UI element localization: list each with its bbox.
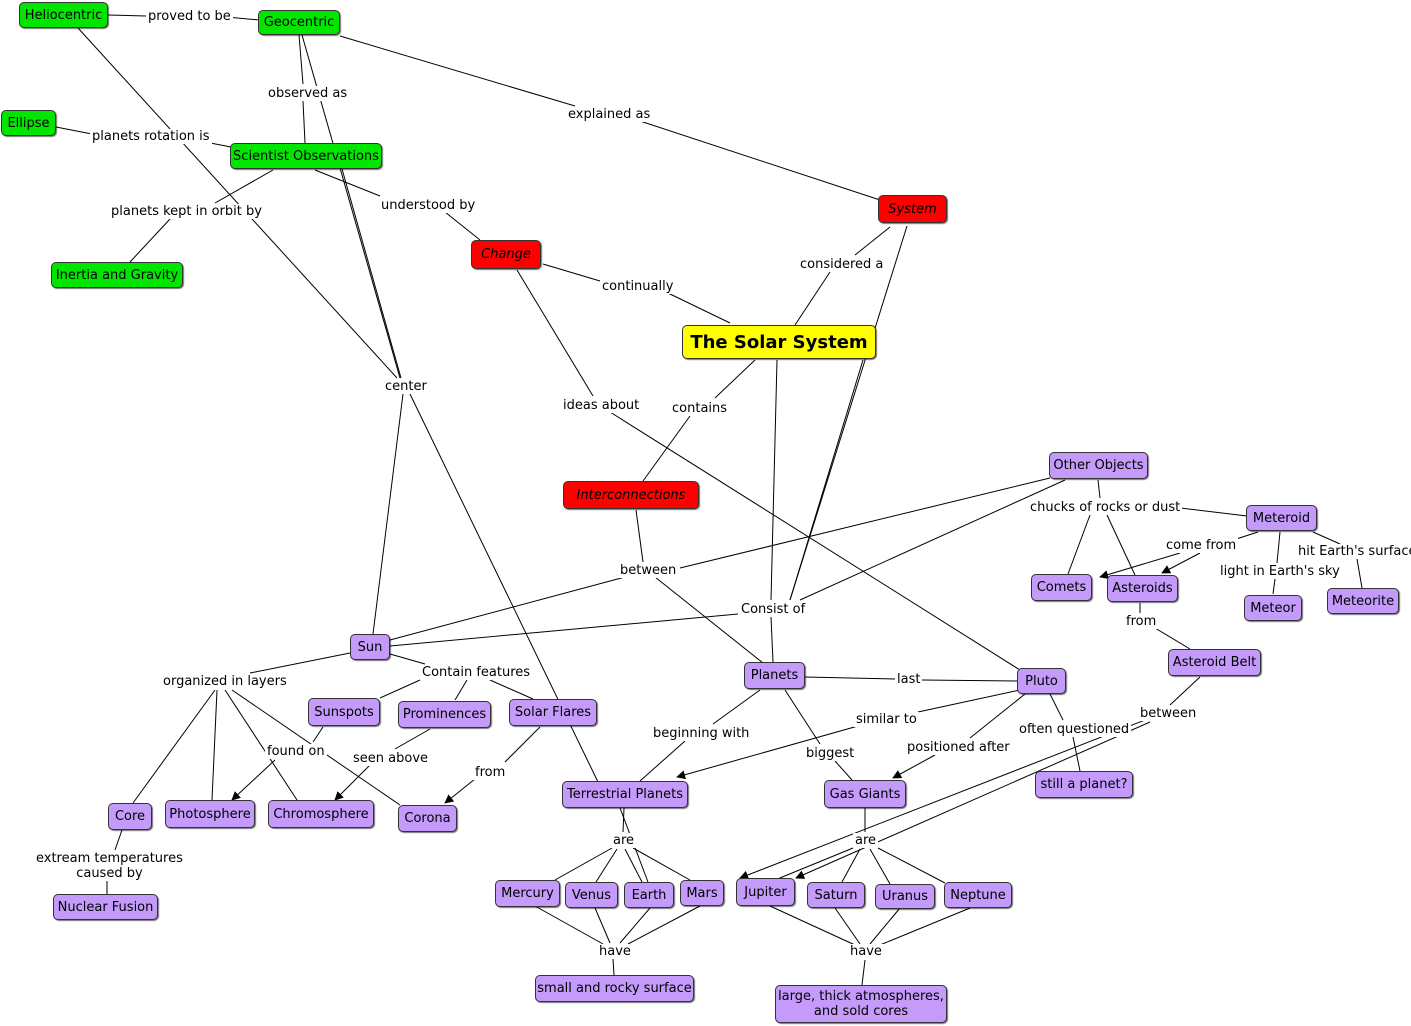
link-planets-rotation: planets rotation is: [90, 129, 212, 144]
photosphere-node[interactable]: Photosphere: [165, 800, 255, 828]
link-between-interconnections: between: [618, 563, 679, 578]
link-are-terrestrial: are: [611, 833, 637, 848]
geocentric-node[interactable]: Geocentric: [258, 10, 340, 35]
link-planets-kept-in-orbit: planets kept in orbit by: [109, 204, 264, 219]
link-observed-as: observed as: [266, 86, 350, 101]
link-have-gas-giants: have: [848, 944, 884, 959]
nuclear-fusion-node[interactable]: Nuclear Fusion: [53, 894, 158, 920]
venus-node[interactable]: Venus: [565, 882, 618, 908]
link-found-on: found on: [265, 744, 327, 759]
link-positioned-after: positioned after: [905, 740, 1012, 755]
uranus-node[interactable]: Uranus: [875, 884, 935, 909]
link-consist-of: Consist of: [739, 602, 808, 617]
link-proved-to-be: proved to be: [146, 9, 233, 24]
chromosphere-node[interactable]: Chromosphere: [268, 800, 374, 828]
gas-giants-node[interactable]: Gas Giants: [824, 780, 906, 808]
small-rocky-surface-node[interactable]: small and rocky surface: [535, 975, 694, 1002]
meteroid-node[interactable]: Meteroid: [1246, 505, 1317, 531]
link-last: last: [895, 672, 923, 687]
link-understood-by: understood by: [379, 198, 478, 213]
large-thick-atmospheres-node[interactable]: large, thick atmospheres,and sold cores: [775, 985, 947, 1023]
inertia-gravity-node[interactable]: Inertia and Gravity: [51, 262, 183, 288]
link-extream-temperatures: extream temperatures caused by: [34, 851, 185, 881]
link-contains: contains: [670, 401, 730, 416]
other-objects-node[interactable]: Other Objects: [1049, 452, 1148, 479]
link-often-questioned: often questioned: [1017, 722, 1132, 737]
earth-node[interactable]: Earth: [624, 882, 674, 908]
link-light-in-earths-sky: light in Earth's sky: [1218, 564, 1342, 579]
corona-node[interactable]: Corona: [398, 805, 457, 832]
pluto-node[interactable]: Pluto: [1017, 668, 1066, 694]
sunspots-node[interactable]: Sunspots: [308, 698, 380, 726]
asteroids-node[interactable]: Asteroids: [1107, 575, 1178, 602]
meteor-node[interactable]: Meteor: [1244, 595, 1302, 621]
asteroid-belt-node[interactable]: Asteroid Belt: [1168, 649, 1261, 676]
link-from-asteroid-belt: from: [1124, 614, 1159, 629]
link-considered-a: considered a: [798, 257, 886, 272]
link-beginning-with: beginning with: [651, 726, 752, 741]
scientist-observations-node[interactable]: Scientist Observations: [230, 143, 382, 169]
link-contain-features: Contain features: [420, 665, 533, 680]
mercury-node[interactable]: Mercury: [495, 880, 560, 907]
planets-node[interactable]: Planets: [744, 662, 805, 689]
link-biggest: biggest: [804, 746, 857, 761]
meteorite-node[interactable]: Meteorite: [1327, 588, 1399, 614]
terrestrial-planets-node[interactable]: Terrestrial Planets: [562, 781, 688, 808]
change-node[interactable]: Change: [471, 240, 541, 269]
link-between-asteroid-belt: between: [1138, 706, 1199, 721]
link-ideas-about: ideas about: [561, 398, 642, 413]
link-come-from: come from: [1164, 538, 1239, 553]
system-node[interactable]: System: [878, 195, 947, 223]
link-center: center: [383, 379, 429, 394]
jupiter-node[interactable]: Jupiter: [736, 878, 795, 906]
solar-flares-node[interactable]: Solar Flares: [509, 699, 597, 726]
link-explained-as: explained as: [566, 107, 653, 122]
neptune-node[interactable]: Neptune: [944, 882, 1012, 908]
interconnections-node[interactable]: Interconnections: [563, 481, 699, 509]
core-node[interactable]: Core: [108, 803, 152, 830]
link-continually: continually: [600, 279, 676, 294]
link-similar-to: similar to: [854, 712, 919, 727]
link-from-solar-flares: from: [473, 765, 508, 780]
mars-node[interactable]: Mars: [680, 880, 724, 906]
link-have-terrestrial: have: [597, 944, 633, 959]
link-organized-in-layers: organized in layers: [161, 674, 289, 689]
link-chucks-of-rocks: chucks of rocks or dust: [1028, 500, 1183, 515]
link-hit-earths-surface: hit Earth's surface: [1296, 544, 1411, 559]
still-a-planet-node[interactable]: still a planet?: [1035, 771, 1133, 798]
link-seen-above: seen above: [351, 751, 431, 766]
prominences-node[interactable]: Prominences: [398, 701, 491, 728]
sun-node[interactable]: Sun: [350, 634, 390, 660]
heliocentric-node[interactable]: Heliocentric: [19, 2, 108, 28]
saturn-node[interactable]: Saturn: [807, 882, 865, 908]
comets-node[interactable]: Comets: [1031, 574, 1092, 601]
link-are-gas-giants: are: [853, 833, 879, 848]
solar-system-node[interactable]: The Solar System: [682, 325, 876, 359]
ellipse-node[interactable]: Ellipse: [1, 110, 56, 136]
